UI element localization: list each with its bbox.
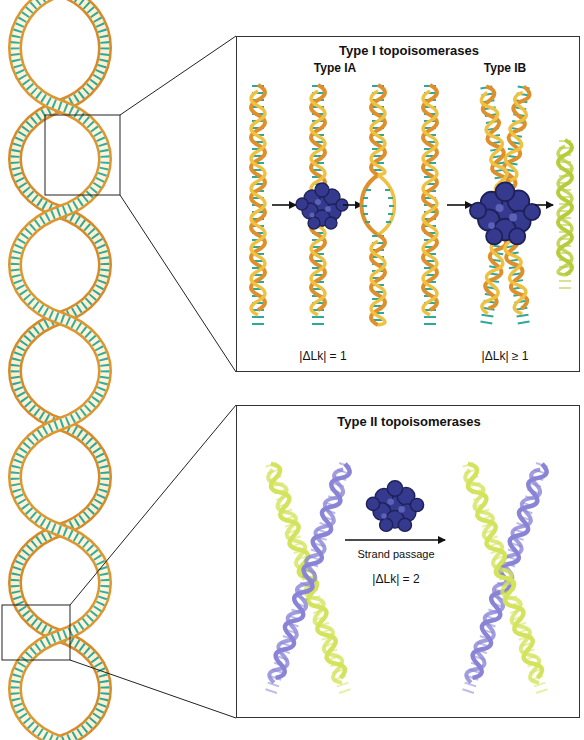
type-ii-illustration: [264, 462, 548, 695]
panel-label: |ΔLk| = 2: [372, 572, 419, 586]
panel-label: Type IA: [314, 61, 356, 75]
type-ib-illustration: [423, 85, 572, 325]
panel-title: Type II topoisomerases: [337, 414, 481, 430]
panel-box: Type I topoisomerasesType IA Type IB |ΔLk|…: [236, 36, 580, 372]
panel-title: Type I topoisomerases: [339, 43, 479, 59]
panel-label: |ΔLk| = 1: [299, 349, 346, 363]
panel-box: Type II topoisomerasesStrand passage |ΔLk…: [236, 405, 580, 718]
panel-label: Type IB: [484, 61, 526, 75]
type-ia-illustration: [251, 85, 395, 325]
supercoiled-dna: [15, 0, 105, 740]
zoom-callout: [2, 36, 236, 718]
panel-label: Strand passage: [357, 548, 434, 561]
panel-label: |ΔLk| ≥ 1: [482, 349, 529, 363]
